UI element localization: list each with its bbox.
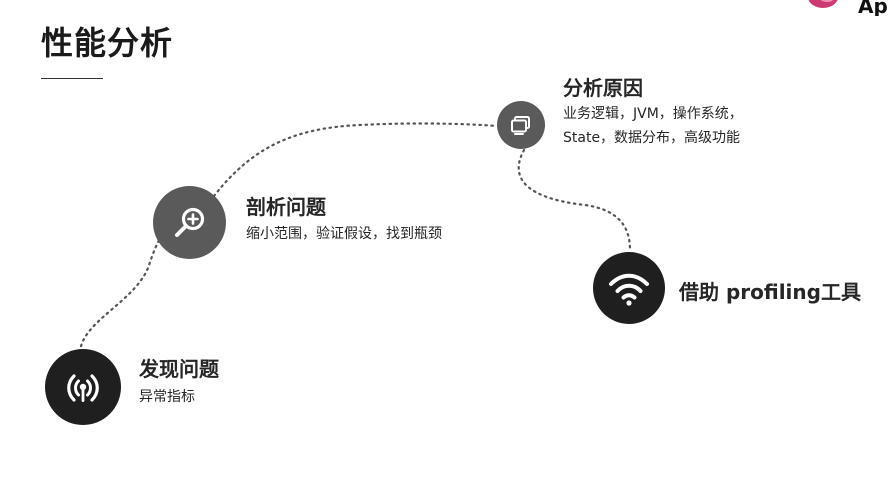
- logo-mark-highlight: [818, 0, 836, 2]
- page-title: 性能分析: [41, 24, 174, 62]
- logo-mark-icon: [808, 0, 838, 8]
- step-desc-discover: 异常指标: [139, 389, 195, 405]
- brand-logo: Ap: [804, 0, 888, 16]
- title-underline: [41, 78, 103, 79]
- broadcast-icon: [67, 374, 99, 402]
- step-title-cause: 分析原因: [563, 76, 643, 100]
- wifi-icon: [609, 273, 649, 306]
- step-node-discover: [45, 349, 121, 425]
- zoom-in-icon: [174, 207, 204, 237]
- step-node-cause: [497, 101, 545, 149]
- step-title-tools: 借助 profiling工具: [679, 280, 861, 304]
- step-node-tools: [593, 252, 665, 324]
- step-title-analyze: 剖析问题: [246, 195, 326, 219]
- copy-window-icon: [511, 116, 530, 135]
- step-node-analyze: [153, 186, 226, 259]
- logo-text: Ap: [858, 0, 888, 16]
- step-desc-analyze: 缩小范围，验证假设，找到瓶颈: [246, 226, 442, 242]
- step-desc-cause: 业务逻辑，JVM，操作系统，State，数据分布，高级功能: [563, 106, 743, 146]
- step-title-discover: 发现问题: [139, 357, 219, 381]
